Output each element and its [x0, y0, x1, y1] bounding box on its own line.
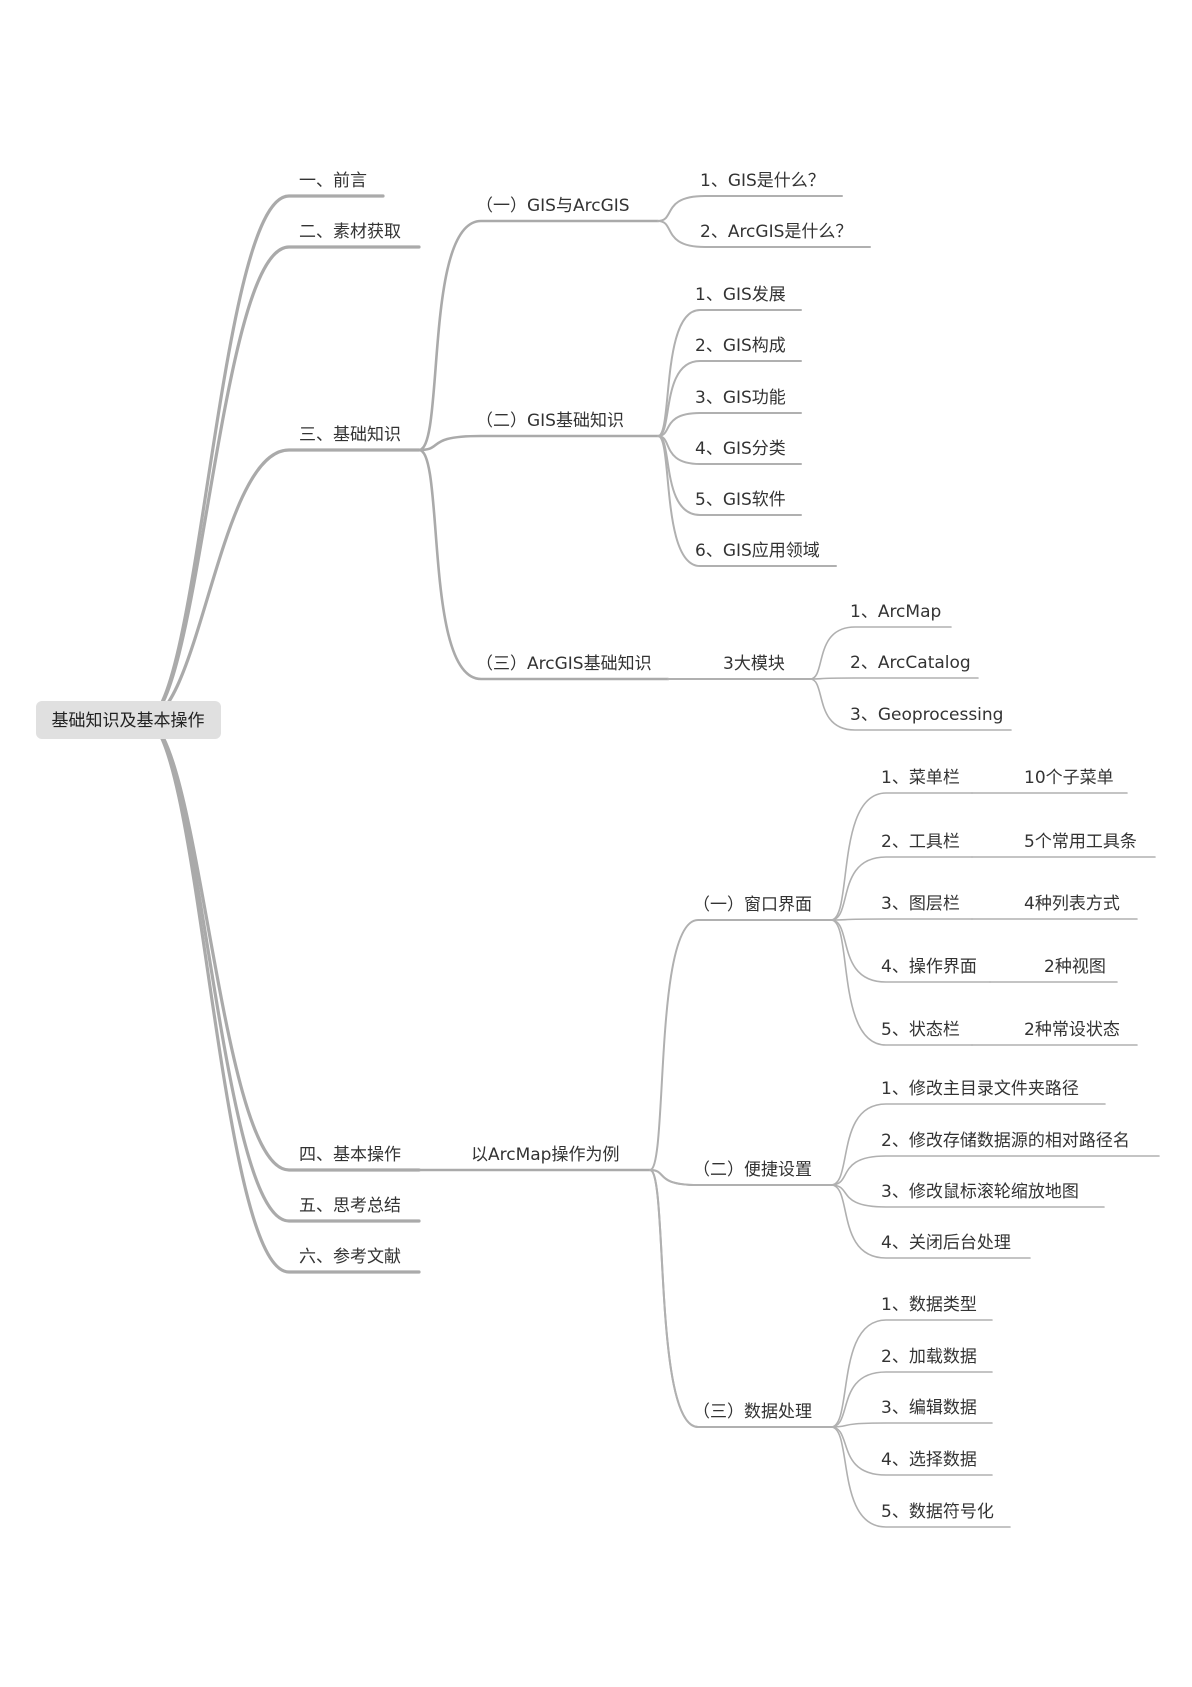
branch-line-n6: [143, 718, 421, 1274]
node-n4-a-1-1-x: 10个子菜单: [1024, 768, 1114, 788]
node-n4-a-3-2: 2、加载数据: [881, 1347, 977, 1367]
node-n3-1-2: 2、ArcGIS是什么？: [700, 222, 852, 242]
branch-line-n3-1-1: [657, 195, 843, 222]
node-n4-a-1-4-x: 2种视图: [1044, 957, 1106, 977]
node-n4-a-2-3: 3、修改鼠标滚轮缩放地图: [881, 1182, 1079, 1202]
node-n4-a-3-4: 4、选择数据: [881, 1450, 977, 1470]
node-n1: 一、前言: [299, 171, 367, 191]
branch-line-n4-a-2-3: [830, 1184, 1105, 1208]
branch-line-n4-a-3-4: [830, 1426, 993, 1476]
node-n4-a-2-2: 2、修改存储数据源的相对路径名: [881, 1131, 1130, 1151]
node-n4-a-3-1: 1、数据类型: [881, 1295, 977, 1315]
branch-line-n3-3: [417, 448, 670, 681]
node-labels: 基础知识及基本操作 一、前言二、素材获取三、基础知识四、基本操作五、思考总结六、参…: [36, 171, 1137, 1522]
node-n4-a-1: （一）窗口界面: [693, 895, 812, 915]
branch-line-n4-a-3-5: [830, 1426, 1011, 1528]
branch-line-n3-2-1: [657, 309, 802, 437]
node-n2: 二、素材获取: [299, 222, 401, 242]
node-n3-2-1: 1、GIS发展: [695, 285, 786, 305]
node-n4-a-1-5-x: 2种常设状态: [1024, 1020, 1120, 1040]
node-n6: 六、参考文献: [299, 1247, 401, 1267]
node-n3-1-1: 1、GIS是什么？: [700, 171, 825, 191]
node-n3-3-a-2: 2、ArcCatalog: [850, 653, 971, 673]
node-n4-a-1-3-x: 4种列表方式: [1024, 894, 1120, 914]
node-n4-a-2-4: 4、关闭后台处理: [881, 1233, 1011, 1253]
root-node-box: [36, 701, 221, 739]
branch-line-n3-2: [417, 434, 660, 452]
branch-line-n4-a-1-1: [830, 792, 973, 921]
node-n4: 四、基本操作: [299, 1145, 401, 1165]
node-n3-2-4: 4、GIS分类: [695, 439, 786, 459]
branch-line-n4-a-3: [649, 1169, 832, 1428]
branch-line-n4-a-3-3: [830, 1422, 993, 1428]
node-n4-a-1-2: 2、工具栏: [881, 832, 960, 852]
branch-line-n4-a-1-4: [830, 919, 991, 983]
branch-line-n4-a-1: [649, 919, 832, 1171]
branch-line-n3-1: [417, 219, 660, 452]
node-n3-2-5: 5、GIS软件: [695, 490, 786, 510]
node-n4-a-1-1: 1、菜单栏: [881, 768, 960, 788]
branch-line-n4-a-2-2: [830, 1155, 1160, 1186]
branch-lines: [143, 194, 1160, 1528]
branch-line-n3-2-2: [657, 360, 802, 437]
branch-line-n3-3-a-1: [809, 626, 952, 680]
node-n4-a-1-4: 4、操作界面: [881, 957, 977, 977]
branch-line-n4-a-2-4: [830, 1184, 1031, 1259]
branch-line-n4-a-2-1: [830, 1103, 1106, 1186]
branch-line-n4-a-1-3: [830, 918, 973, 921]
branch-line-n3-1-2: [657, 220, 871, 248]
branch-line-n3-2-3: [657, 412, 802, 437]
node-n4-a-2-1: 1、修改主目录文件夹路径: [881, 1079, 1079, 1099]
node-n3-3: （三）ArcGIS基础知识: [476, 654, 652, 674]
node-n4-a-1-2-x: 5个常用工具条: [1024, 832, 1137, 852]
branch-line-n3: [143, 448, 421, 722]
node-n4-a-1-5: 5、状态栏: [881, 1020, 960, 1040]
node-n3-3-a-1: 1、ArcMap: [850, 602, 941, 622]
node-n4-a-3: （三）数据处理: [693, 1402, 812, 1422]
branch-line-n4-a-3: [649, 1169, 832, 1428]
branch-line-n3-2-4: [657, 435, 802, 465]
root-node-label: 基础知识及基本操作: [52, 711, 205, 731]
branch-line-n4-a-2: [649, 1169, 832, 1186]
branch-line-n4-a-3-2: [830, 1371, 993, 1428]
branch-line-n3-2-6: [657, 435, 837, 567]
branch-line-n3-3-a-2: [809, 677, 979, 680]
branch-line-n4-a-1-5: [830, 919, 973, 1046]
branch-line-n4: [143, 718, 421, 1172]
node-n5: 五、思考总结: [299, 1196, 401, 1216]
node-n3-2: （二）GIS基础知识: [476, 411, 624, 431]
node-n4-a-3-3: 3、编辑数据: [881, 1398, 977, 1418]
branch-line-n4-a-3-1: [830, 1319, 993, 1428]
node-n3-3-a-3: 3、Geoprocessing: [850, 705, 1003, 725]
node-n3-3-a: 3大模块: [723, 654, 785, 674]
branch-line-n4-a-1-2: [830, 856, 973, 921]
root-node: 基础知识及基本操作: [36, 701, 221, 739]
node-n3-2-2: 2、GIS构成: [695, 336, 786, 356]
node-n3-2-3: 3、GIS功能: [695, 388, 786, 408]
branch-line-n2: [143, 245, 421, 722]
node-n4-a: 以ArcMap操作为例: [471, 1145, 619, 1165]
branch-line-n3-3-a-3: [809, 678, 1012, 731]
node-n3-2-6: 6、GIS应用领域: [695, 541, 820, 561]
node-n3: 三、基础知识: [299, 425, 401, 445]
node-n3-1: （一）GIS与ArcGIS: [476, 196, 630, 216]
node-n4-a-1-3: 3、图层栏: [881, 894, 960, 914]
node-n4-a-2: （二）便捷设置: [693, 1160, 812, 1180]
node-n4-a-3-5: 5、数据符号化: [881, 1502, 994, 1522]
